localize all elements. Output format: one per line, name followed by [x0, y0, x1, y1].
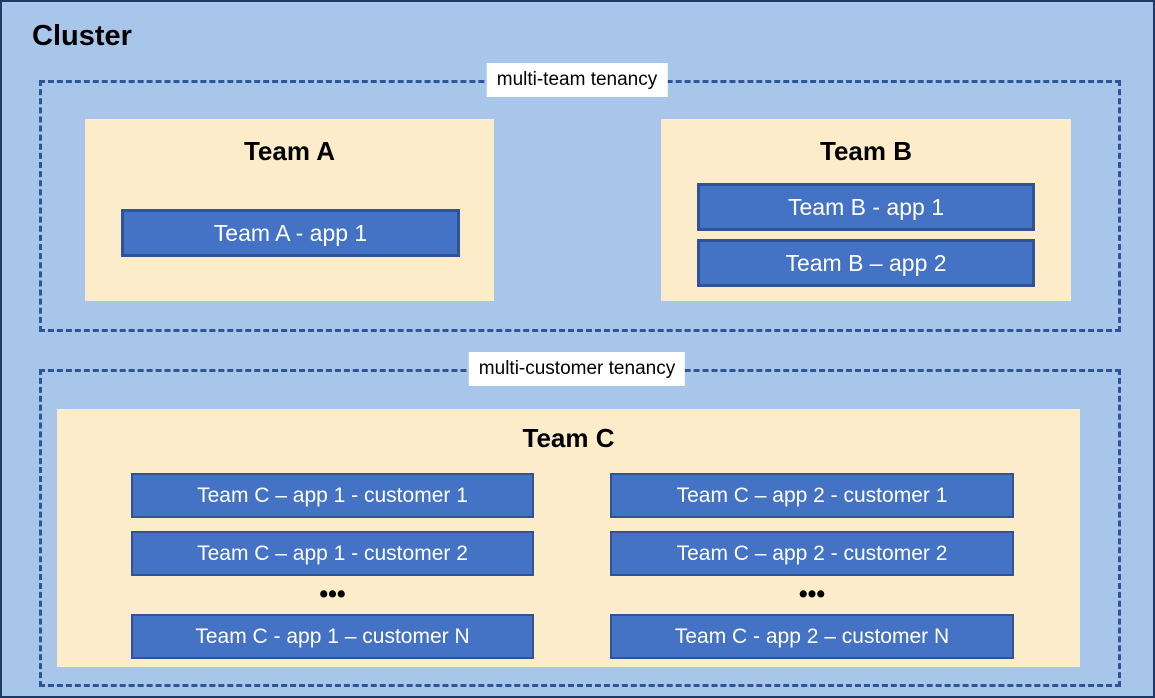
app-box-team-b-app-2[interactable]: Team B – app 2 [697, 239, 1035, 287]
team-a-heading: Team A [243, 136, 336, 166]
multi-customer-tenancy-label: multi-customer tenancy [468, 352, 686, 386]
page-title: Cluster [32, 20, 132, 52]
app-box-team-b-app-1[interactable]: Team B - app 1 [697, 183, 1035, 231]
app-box-team-c-app1-customerN[interactable]: Team C - app 1 – customer N [131, 614, 534, 659]
team-c-heading: Team C [522, 423, 615, 453]
app-box-team-c-app2-customerN[interactable]: Team C - app 2 – customer N [610, 614, 1014, 659]
multi-team-tenancy-label: multi-team tenancy [486, 63, 668, 97]
app-box-team-c-app1-customer1[interactable]: Team C – app 1 - customer 1 [131, 473, 534, 518]
app-box-team-a-app-1[interactable]: Team A - app 1 [121, 209, 460, 257]
team-b-heading: Team B [820, 136, 912, 166]
ellipsis-team-c-app1: ••• [319, 580, 346, 608]
app-box-team-c-app1-customer2[interactable]: Team C – app 1 - customer 2 [131, 531, 534, 576]
app-box-team-c-app2-customer1[interactable]: Team C – app 2 - customer 1 [610, 473, 1014, 518]
ellipsis-team-c-app2: ••• [798, 580, 826, 608]
app-box-team-c-app2-customer2[interactable]: Team C – app 2 - customer 2 [610, 531, 1014, 576]
